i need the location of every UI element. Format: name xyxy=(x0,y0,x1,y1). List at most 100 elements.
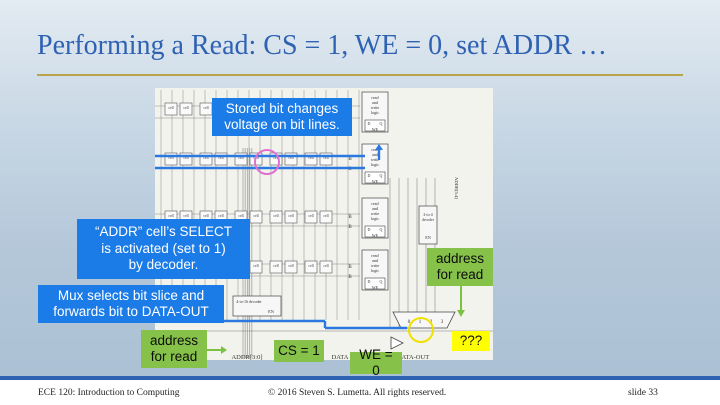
dq-box xyxy=(364,171,386,184)
cell-label: cell xyxy=(183,106,188,110)
rw-logic-label: write xyxy=(371,263,380,268)
cell-label: cell xyxy=(323,214,328,218)
d-label: D xyxy=(368,173,371,178)
cell-label: cell xyxy=(183,156,188,160)
addr-hi-label: ADDR[5:4] xyxy=(454,177,459,199)
rw-logic-label: read xyxy=(371,95,379,100)
address-for-read-left: address for read xyxy=(141,330,207,368)
memory-cell xyxy=(319,210,333,224)
mux-input-label: 1 xyxy=(419,320,422,325)
bit-b-label: B xyxy=(348,275,352,280)
we-label: WE = 0 xyxy=(350,347,402,378)
memory-cell xyxy=(304,260,318,274)
dq-box xyxy=(364,119,386,132)
q-label: Q xyxy=(380,227,383,232)
rw-logic-label: and xyxy=(372,152,379,157)
addr-lo-label: ADDR[3:0] xyxy=(231,354,262,360)
rw-logic-label: and xyxy=(372,258,379,263)
cell-label: cell xyxy=(288,156,293,160)
memory-cell xyxy=(284,210,298,224)
bit-b-label: B xyxy=(348,225,352,230)
memory-cell xyxy=(249,210,263,224)
cell-label: cell xyxy=(203,214,208,218)
q-label: Q xyxy=(380,279,383,284)
cell-label: cell xyxy=(203,156,208,160)
arrow-head xyxy=(375,144,383,150)
footer-course: ECE 120: Introduction to Computing xyxy=(38,388,180,398)
cell-label: cell xyxy=(308,214,313,218)
cell-label: cell xyxy=(273,264,278,268)
memory-cell xyxy=(284,260,298,274)
decoder-2to4 xyxy=(418,205,438,245)
cell-label: cell xyxy=(273,156,278,160)
address-for-read-right: address for read xyxy=(427,248,493,286)
addr-select-callout: “ADDR” cell’s SELECT is activated (set t… xyxy=(77,219,250,279)
mux-callout: Mux selects bit slice and forwards bit t… xyxy=(38,285,224,323)
data-in-label: DATA xyxy=(332,354,349,360)
rw-logic-label: read xyxy=(371,201,379,206)
en-label: EN xyxy=(268,309,275,314)
memory-cell xyxy=(179,102,193,116)
data-out-label: DATA-OUT xyxy=(397,354,429,360)
cs-label: CS = 1 xyxy=(274,340,324,362)
cell-label: cell xyxy=(308,264,313,268)
cell-label: cell xyxy=(308,156,313,160)
bit-b-label: B xyxy=(348,167,352,172)
cell-label: cell xyxy=(253,214,258,218)
cell-label: cell xyxy=(218,214,223,218)
cell-label: cell xyxy=(288,264,293,268)
d-label: D xyxy=(368,227,371,232)
highlight-overlay xyxy=(155,144,465,354)
mux-input-label: 3 xyxy=(441,320,444,325)
rw-logic-label: and xyxy=(372,100,379,105)
bit-b-label: B xyxy=(348,265,352,270)
cell-label: cell xyxy=(168,156,173,160)
cell-label: cell xyxy=(273,214,278,218)
output-highlight xyxy=(408,317,434,343)
cell-label: cell xyxy=(203,106,208,110)
stored-bit-callout: Stored bit changes voltage on bit lines. xyxy=(212,98,352,136)
memory-cell xyxy=(304,210,318,224)
memory-cell xyxy=(269,210,283,224)
footer-slide-number: slide 33 xyxy=(628,388,658,398)
d-label: D xyxy=(368,121,371,126)
footer-divider xyxy=(0,376,720,380)
arrow-head xyxy=(457,310,465,317)
decoder-2to4-label: 2-to-4 xyxy=(423,213,432,217)
we-pin-label: WE xyxy=(372,285,379,290)
arrow-head xyxy=(221,346,227,354)
mux-input-label: 0 xyxy=(408,320,411,325)
rw-logic-label: logic xyxy=(371,268,380,273)
rw-logic-label: and xyxy=(372,206,379,211)
rw-logic-label: logic xyxy=(371,162,380,167)
memory-cell xyxy=(164,102,178,116)
q-label: Q xyxy=(380,173,383,178)
cell-label: cell xyxy=(323,156,328,160)
cell-label: cell xyxy=(218,156,223,160)
cell-label: cell xyxy=(168,214,173,218)
q-label: Q xyxy=(380,121,383,126)
rw-logic-label: write xyxy=(371,157,380,162)
rw-logic-label: write xyxy=(371,211,380,216)
cell-label: cell xyxy=(238,156,243,160)
memory-cell xyxy=(319,260,333,274)
decoder-2to4-label: decoder xyxy=(422,218,435,222)
cell-label: cell xyxy=(183,214,188,218)
title-divider xyxy=(37,74,683,76)
rw-logic-label: logic xyxy=(371,110,380,115)
memory-cell xyxy=(249,260,263,274)
cell-label: cell xyxy=(253,264,258,268)
rw-logic-label: write xyxy=(371,105,380,110)
memory-cell xyxy=(269,260,283,274)
d-label: D xyxy=(368,279,371,284)
en-label: EN xyxy=(425,235,431,240)
footer: ECE 120: Introduction to Computing © 201… xyxy=(0,376,720,405)
cell-label: cell xyxy=(323,264,328,268)
bit-b-label: B xyxy=(348,215,352,220)
cell-label: cell xyxy=(168,106,173,110)
dq-box xyxy=(364,277,386,290)
bit-b-label: B xyxy=(348,157,352,162)
slide-title: Performing a Read: CS = 1, WE = 0, set A… xyxy=(37,30,608,61)
